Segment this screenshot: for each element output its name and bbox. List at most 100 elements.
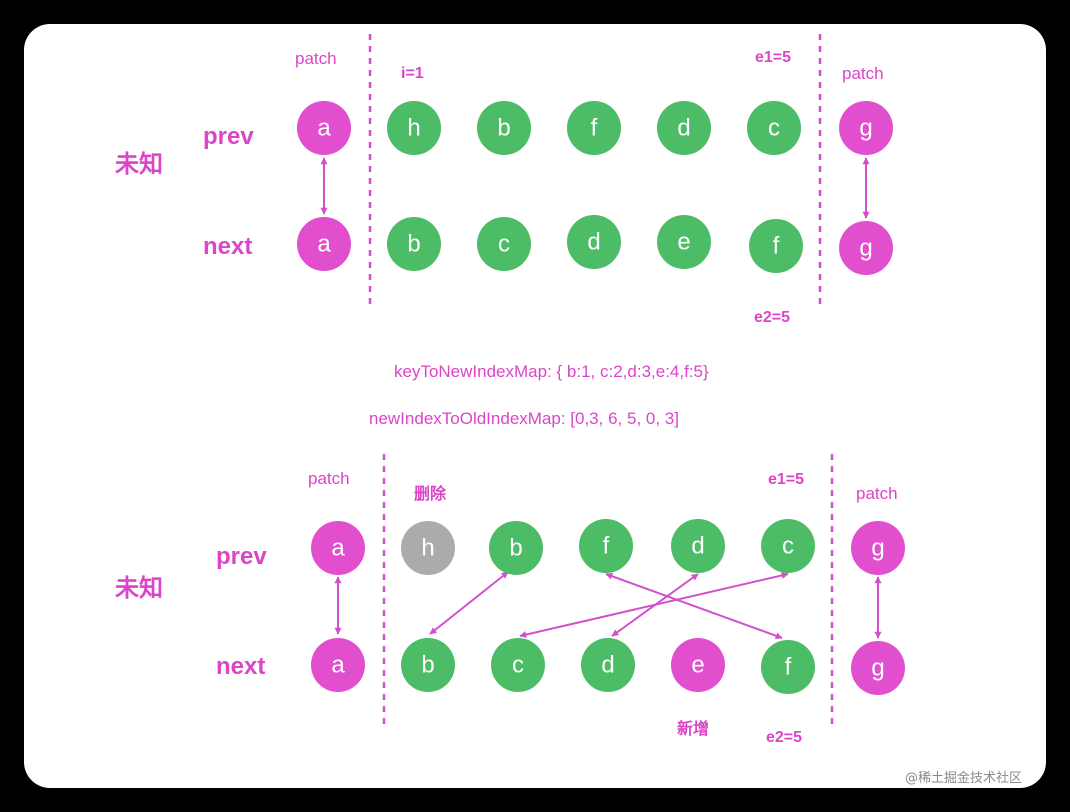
top-next-node-f: f	[749, 219, 803, 273]
node-circle	[747, 101, 801, 155]
node-circle	[387, 101, 441, 155]
bottom-prev-node-d: d	[671, 519, 725, 573]
bottom-prev-node-b: b	[489, 521, 543, 575]
node-circle	[839, 221, 893, 275]
top-prev-node-d: d	[657, 101, 711, 155]
bottom-prev-node-a: a	[311, 521, 365, 575]
node-circle	[851, 521, 905, 575]
bottom-next-node-c: c	[491, 638, 545, 692]
bottom-prev-node-c: c	[761, 519, 815, 573]
node-label: b	[509, 534, 522, 561]
top-prev-node-h: h	[387, 101, 441, 155]
node-label: b	[421, 651, 434, 678]
top-next-node-b: b	[387, 217, 441, 271]
node-label: a	[317, 114, 331, 141]
top-next-node-a: a	[297, 217, 351, 271]
node-label: d	[677, 114, 690, 141]
node-circle	[657, 101, 711, 155]
bottom-e1-label: e1=5	[768, 471, 804, 488]
node-circle	[567, 215, 621, 269]
top-patch-left-label: patch	[295, 49, 337, 68]
bottom-next-node-b: b	[401, 638, 455, 692]
node-circle	[761, 640, 815, 694]
top-prev-node-f: f	[567, 101, 621, 155]
patch-diagram: 未知 prev next patch patch i=1 e1=5 e2=5 a…	[115, 34, 905, 746]
node-label: g	[859, 234, 872, 261]
node-circle	[401, 521, 455, 575]
node-label: g	[871, 534, 884, 561]
bottom-next-nodes: a b c d e f g	[311, 638, 905, 695]
move-arrow-b	[429, 571, 509, 635]
top-next-node-e: e	[657, 215, 711, 269]
top-prev-node-a: a	[297, 101, 351, 155]
bottom-prev-node-h: h	[401, 521, 455, 575]
node-circle	[489, 521, 543, 575]
node-circle	[567, 101, 621, 155]
node-label: a	[331, 651, 345, 678]
node-label: c	[768, 114, 780, 141]
node-label: c	[498, 230, 510, 257]
node-label: c	[512, 651, 524, 678]
move-arrow-f	[605, 572, 783, 640]
node-circle	[401, 638, 455, 692]
move-arrow-d	[611, 573, 699, 637]
bottom-patch-left-label: patch	[308, 469, 350, 488]
top-next-label: next	[203, 233, 252, 260]
node-label: b	[407, 230, 420, 257]
node-label: d	[587, 228, 600, 255]
bottom-prev-label: prev	[216, 543, 267, 570]
bottom-side-label: 未知	[115, 575, 163, 602]
bottom-next-node-d: d	[581, 638, 635, 692]
bottom-patch-right-label: patch	[856, 484, 898, 503]
bottom-e2-label: e2=5	[766, 729, 802, 746]
node-circle	[749, 219, 803, 273]
top-i-label: i=1	[401, 65, 424, 82]
bottom-prev-node-g: g	[851, 521, 905, 575]
node-circle	[477, 217, 531, 271]
top-next-node-g: g	[839, 221, 893, 275]
node-label: a	[331, 534, 345, 561]
node-circle	[671, 638, 725, 692]
node-label: e	[677, 228, 690, 255]
node-label: g	[871, 654, 884, 681]
bottom-prev-node-f: f	[579, 519, 633, 573]
top-next-nodes: a b c d e f g	[297, 215, 893, 275]
bottom-next-node-a: a	[311, 638, 365, 692]
diagram-card: 未知 prev next patch patch i=1 e1=5 e2=5 a…	[24, 24, 1046, 788]
node-label: e	[691, 651, 704, 678]
node-circle	[761, 519, 815, 573]
node-circle	[297, 217, 351, 271]
node-circle	[387, 217, 441, 271]
top-side-label: 未知	[115, 151, 163, 178]
node-label: d	[691, 532, 704, 559]
key-to-new-index-map: keyToNewIndexMap: { b:1, c:2,d:3,e:4,f:5…	[394, 362, 709, 381]
node-label: f	[591, 114, 598, 141]
node-label: g	[859, 114, 872, 141]
top-prev-node-c: c	[747, 101, 801, 155]
top-next-node-d: d	[567, 215, 621, 269]
node-label: f	[785, 653, 792, 680]
node-label: c	[782, 532, 794, 559]
node-label: f	[773, 232, 780, 259]
node-label: b	[497, 114, 510, 141]
node-circle	[851, 641, 905, 695]
top-prev-node-g: g	[839, 101, 893, 155]
top-prev-label: prev	[203, 123, 254, 150]
top-next-node-c: c	[477, 217, 531, 271]
top-patch-right-label: patch	[842, 64, 884, 83]
node-circle	[657, 215, 711, 269]
node-circle	[491, 638, 545, 692]
node-label: h	[421, 534, 434, 561]
node-circle	[579, 519, 633, 573]
node-circle	[671, 519, 725, 573]
bottom-next-node-g: g	[851, 641, 905, 695]
new-index-to-old-index-map: newIndexToOldIndexMap: [0,3, 6, 5, 0, 3]	[369, 409, 679, 428]
add-label: 新增	[677, 719, 709, 738]
node-circle	[581, 638, 635, 692]
bottom-next-node-f: f	[761, 640, 815, 694]
node-circle	[297, 101, 351, 155]
bottom-next-label: next	[216, 653, 265, 680]
node-circle	[477, 101, 531, 155]
